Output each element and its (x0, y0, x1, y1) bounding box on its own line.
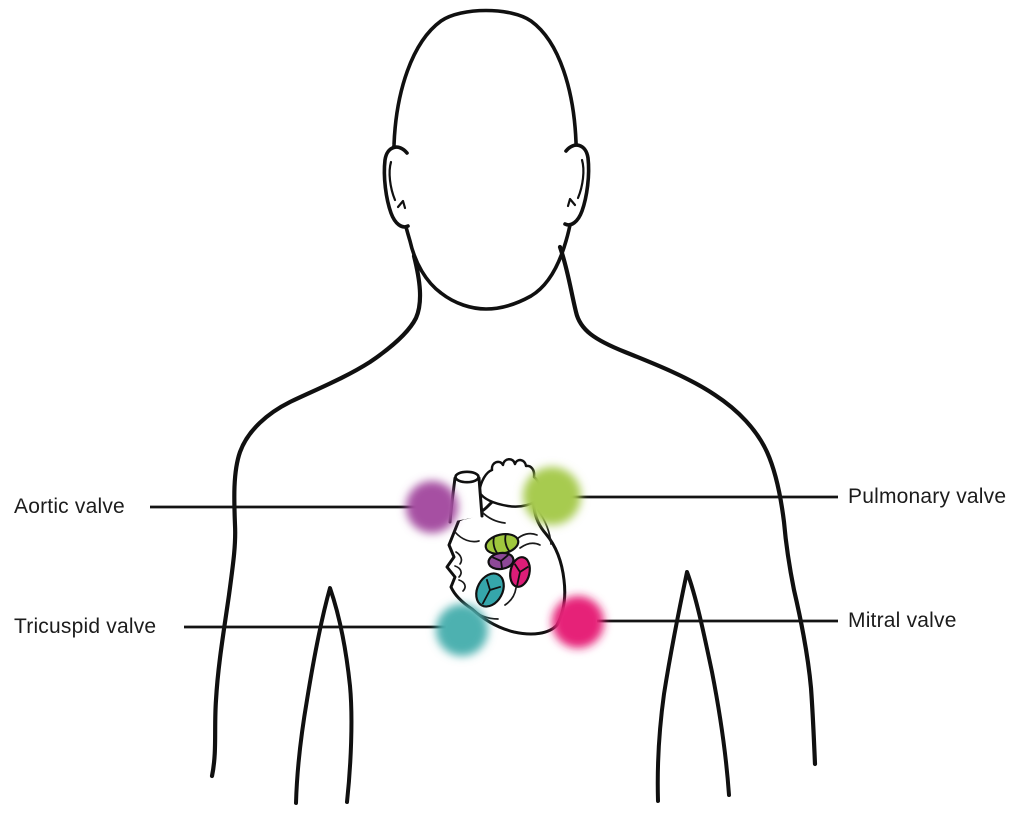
aortic-site-marker (406, 481, 458, 533)
left-armpit-lines (294, 586, 354, 805)
aorta-tube-fill (450, 478, 482, 522)
pulmonary-site-marker (523, 467, 581, 525)
aorta-opening (454, 470, 480, 484)
mitral-site-marker (552, 596, 604, 648)
tricuspid-site-marker (436, 604, 488, 656)
right-ear-icon (563, 143, 591, 227)
right-ear-inner-line (566, 158, 585, 208)
heart-illustration (445, 458, 567, 636)
tricuspid-valve-shape (475, 572, 505, 608)
head-outline (391, 8, 579, 311)
right-armpit-lines (655, 570, 731, 803)
right-shoulder-arm-outline (557, 244, 818, 767)
pulmonary-valve-label: Pulmonary valve (848, 485, 1007, 508)
left-shoulder-arm-outline (209, 253, 423, 779)
mitral-valve-label: Mitral valve (848, 609, 957, 632)
mitral-valve-shape (509, 556, 531, 588)
tricuspid-valve-label: Tricuspid valve (14, 615, 157, 638)
heart-detail-lines (454, 509, 552, 620)
leader-lines (150, 495, 838, 629)
aortic-valve-shape (487, 551, 515, 571)
auscultation-markers (406, 467, 604, 656)
left-ear-inner-line (388, 160, 407, 210)
aortic-valve-label: Aortic valve (14, 495, 125, 518)
left-ear-icon (382, 145, 410, 229)
body-outline (209, 8, 818, 805)
